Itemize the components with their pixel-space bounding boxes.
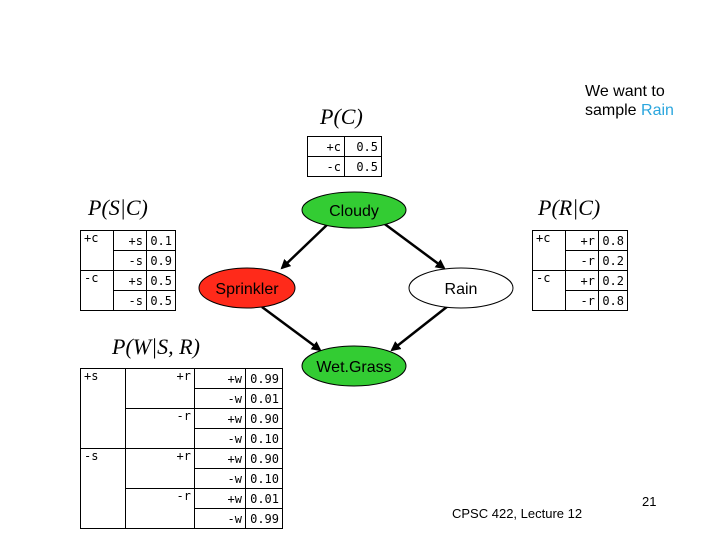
- cpt-cell: 0.9: [146, 250, 176, 271]
- cpt-rc-table: +c +r 0.8 -r 0.2 -c +r 0.2 -r 0.8: [532, 230, 628, 311]
- cpt-wsr-title: P(W|S, R): [112, 334, 200, 359]
- cpt-wsr-table: +s +r +w 0.99 -w 0.01 -r +w 0.90 -w 0.10…: [80, 368, 283, 529]
- cpt-cell: +s: [113, 230, 147, 251]
- table-row: -r +w 0.01: [81, 488, 283, 529]
- cpt-cell: 0.01: [245, 488, 283, 509]
- cpt-cell: +r: [565, 230, 599, 251]
- cpt-cell: -w: [194, 468, 246, 489]
- cpt-cell: +w: [194, 368, 246, 389]
- table-row: -r 0.2: [533, 250, 628, 271]
- cpt-cell: -c: [307, 156, 345, 177]
- table-row: -c +s 0.5: [80, 270, 176, 311]
- table-row: +c +s 0.1: [80, 230, 176, 271]
- cpt-cell: -c: [80, 270, 114, 311]
- cpt-cell: +w: [194, 488, 246, 509]
- cpt-cell: +c: [307, 136, 345, 157]
- cpt-c-title: P(C): [320, 104, 363, 129]
- cpt-cell: -r: [565, 250, 599, 271]
- node-sprinkler-label: Sprinkler: [215, 281, 279, 298]
- edge-sprinkler-wetgrass: [261, 305, 322, 352]
- node-sprinkler: Sprinkler: [198, 267, 296, 309]
- cpt-cell: 0.10: [245, 468, 283, 489]
- table-row: -c 0.5: [307, 156, 382, 177]
- cpt-cell: 0.10: [245, 428, 283, 449]
- cpt-cell: 0.90: [245, 408, 283, 429]
- cpt-cell: 0.1: [146, 230, 176, 251]
- node-wetgrass: Wet.Grass: [301, 345, 407, 387]
- cpt-cell: 0.90: [245, 448, 283, 469]
- cpt-cell: +w: [194, 408, 246, 429]
- cpt-cell: 0.5: [344, 156, 382, 177]
- node-cloudy: Cloudy: [301, 191, 407, 229]
- cpt-cell: 0.2: [598, 250, 628, 271]
- table-row: +c 0.5: [307, 136, 382, 157]
- note-line-2-text: sample: [585, 102, 637, 119]
- cpt-cell: 0.99: [245, 368, 283, 389]
- table-row: -c +r 0.2: [532, 270, 628, 311]
- edge-cloudy-rain: [381, 220, 446, 270]
- table-row: +s +r +w 0.99: [80, 368, 283, 449]
- cpt-cell: -c: [532, 270, 566, 311]
- cpt-cell: -r: [565, 290, 599, 311]
- cpt-cell: 0.5: [146, 270, 176, 291]
- table-row: -s 0.5: [81, 290, 176, 311]
- cpt-cell: -s: [113, 290, 147, 311]
- cpt-cell: -w: [194, 388, 246, 409]
- cpt-c-table: +c 0.5 -c 0.5: [307, 136, 382, 177]
- cpt-cell: -s: [80, 448, 126, 529]
- table-row: -r 0.8: [533, 290, 628, 311]
- node-rain-label: Rain: [445, 281, 478, 298]
- cpt-cell: +c: [80, 230, 114, 271]
- table-row: -s +r +w 0.90: [80, 448, 283, 529]
- cpt-cell: +s: [113, 270, 147, 291]
- footer-course: CPSC 422, Lecture 12: [452, 506, 583, 521]
- node-wetgrass-label: Wet.Grass: [316, 359, 391, 376]
- cpt-cell: 0.5: [146, 290, 176, 311]
- note-line-2: sample Rain: [585, 101, 674, 120]
- cpt-cell: -r: [125, 488, 195, 529]
- table-row: -w 0.01: [81, 388, 283, 409]
- cpt-cell: -r: [125, 408, 195, 449]
- node-cloudy-label: Cloudy: [329, 203, 379, 220]
- cpt-cell: +c: [532, 230, 566, 271]
- cpt-cell: 0.8: [598, 290, 628, 311]
- sampling-note: We want to sample Rain: [585, 82, 674, 120]
- cpt-cell: +w: [194, 448, 246, 469]
- edge-cloudy-sprinkler: [280, 221, 331, 270]
- cpt-cell: +r: [565, 270, 599, 291]
- cpt-cell: -w: [194, 428, 246, 449]
- table-row: -r +w 0.90: [81, 408, 283, 449]
- cpt-cell: 0.5: [344, 136, 382, 157]
- table-row: -w 0.99: [81, 508, 283, 529]
- note-line-1: We want to: [585, 83, 665, 100]
- cpt-cell: 0.8: [598, 230, 628, 251]
- table-row: -s 0.9: [81, 250, 176, 271]
- cpt-cell: 0.2: [598, 270, 628, 291]
- node-rain: Rain: [408, 267, 514, 309]
- cpt-cell: +r: [125, 368, 195, 409]
- cpt-cell: 0.01: [245, 388, 283, 409]
- cpt-cell: -s: [113, 250, 147, 271]
- cpt-sc-table: +c +s 0.1 -s 0.9 -c +s 0.5 -s 0.5: [80, 230, 176, 311]
- table-row: -w 0.10: [81, 428, 283, 449]
- cpt-cell: -w: [194, 508, 246, 529]
- cpt-rc-title: P(R|C): [538, 195, 601, 220]
- cpt-cell: +s: [80, 368, 126, 449]
- edge-rain-wetgrass: [390, 305, 449, 352]
- cpt-sc-title: P(S|C): [88, 195, 148, 220]
- footer-page-number: 21: [642, 494, 657, 509]
- cpt-cell: 0.99: [245, 508, 283, 529]
- cpt-cell: +r: [125, 448, 195, 489]
- note-highlight: Rain: [641, 102, 674, 119]
- table-row: +c +r 0.8: [532, 230, 628, 271]
